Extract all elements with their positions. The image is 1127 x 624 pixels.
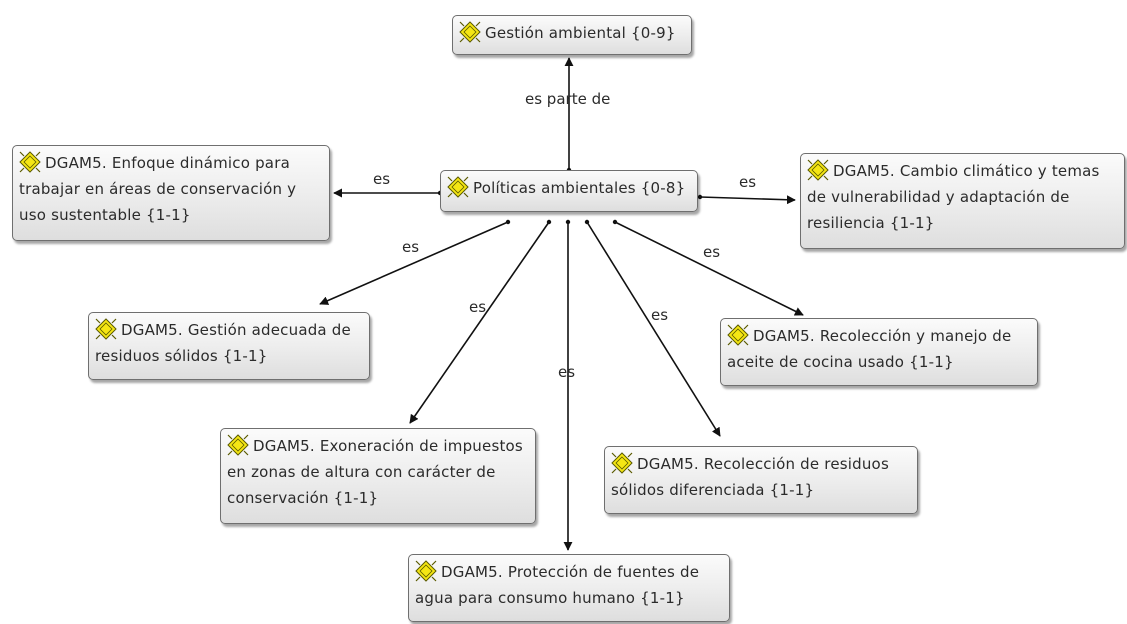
node-proteccion-fuentes[interactable]: DGAM5. Protección de fuentes de agua par… [408, 554, 730, 622]
node-label: Políticas ambientales {0-8} [473, 179, 686, 197]
node-label: DGAM5. Exoneración de impuestos en zonas… [227, 437, 523, 507]
node-gestion-residuos[interactable]: DGAM5. Gestión adecuada de residuos sóli… [88, 312, 370, 380]
node-label: DGAM5. Enfoque dinámico para trabajar en… [19, 154, 297, 224]
edge-label-es: es [739, 173, 757, 191]
node-label: DGAM5. Recolección de residuos sólidos d… [611, 455, 889, 499]
node-label: DGAM5. Cambio climático y temas de vulne… [807, 162, 1100, 232]
edge-es-cambio[interactable] [699, 195, 796, 205]
concept-diamond-icon [727, 324, 749, 346]
node-aceite-cocina[interactable]: DGAM5. Recolección y manejo de aceite de… [720, 318, 1038, 386]
edge-label-es-parte-de: es parte de [525, 90, 611, 108]
concept-diamond-icon [459, 21, 481, 43]
concept-diamond-icon [611, 452, 633, 474]
node-enfoque-dinamico[interactable]: DGAM5. Enfoque dinámico para trabajar en… [12, 145, 330, 241]
node-label: DGAM5. Protección de fuentes de agua par… [415, 563, 700, 607]
edge-label-es: es [703, 243, 721, 261]
edge-origin-dot [697, 194, 703, 200]
concept-diamond-icon [415, 560, 437, 582]
node-exoneracion[interactable]: DGAM5. Exoneración de impuestos en zonas… [220, 428, 536, 524]
concept-diamond-icon [447, 176, 469, 198]
node-label: DGAM5. Recolección y manejo de aceite de… [727, 327, 1012, 371]
edge-origin-dot [505, 219, 511, 225]
edge-label-es: es [469, 298, 487, 316]
concept-diamond-icon [227, 434, 249, 456]
edge-label-es: es [402, 238, 420, 256]
edge-origin-dot [565, 219, 571, 225]
concept-diamond-icon [19, 151, 41, 173]
edge-origin-dot [584, 219, 590, 225]
node-label: DGAM5. Gestión adecuada de residuos sóli… [95, 321, 351, 365]
concept-diamond-icon [807, 159, 829, 181]
edge-es-residuos-dif[interactable] [586, 221, 721, 437]
edge-es-gestion-residuos[interactable] [319, 221, 509, 305]
concept-diamond-icon [95, 318, 117, 340]
node-politicas-ambientales[interactable]: Políticas ambientales {0-8} [440, 170, 698, 212]
edge-es-aceite[interactable] [614, 221, 804, 316]
node-cambio-climatico[interactable]: DGAM5. Cambio climático y temas de vulne… [800, 153, 1125, 249]
edge-label-es: es [373, 170, 391, 188]
node-label: Gestión ambiental {0-9} [485, 24, 676, 42]
node-gestion-ambiental[interactable]: Gestión ambiental {0-9} [452, 15, 692, 55]
edge-origin-dot [546, 219, 552, 225]
node-residuos-diferenciada[interactable]: DGAM5. Recolección de residuos sólidos d… [604, 446, 918, 514]
edge-es-exoneracion[interactable] [409, 221, 550, 424]
edge-label-es: es [651, 306, 669, 324]
edge-label-es: es [558, 363, 576, 381]
edge-origin-dot [612, 219, 618, 225]
